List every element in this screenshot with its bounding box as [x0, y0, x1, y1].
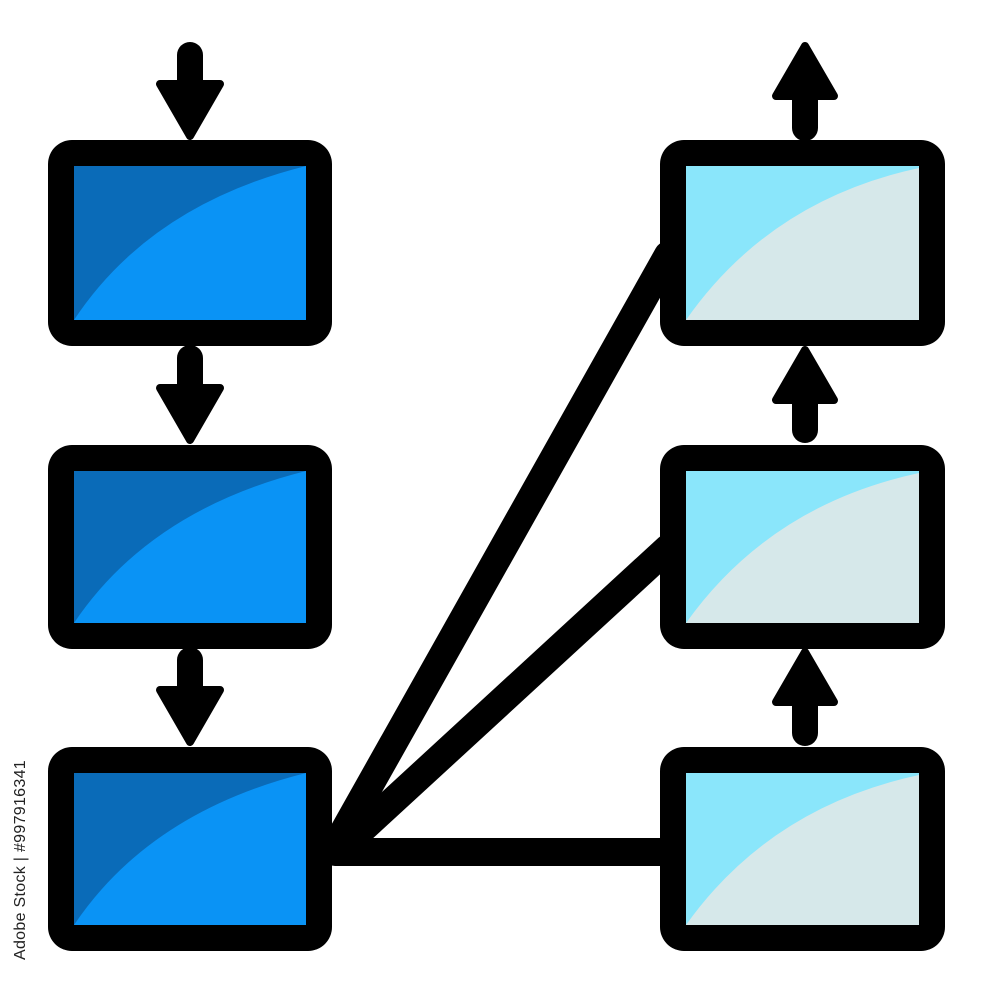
right-box-1 [660, 140, 945, 346]
arrow-up-icon [772, 648, 838, 746]
arrow-up-icon [772, 346, 838, 443]
left-box-2 [48, 445, 332, 649]
arrow-up-icon [772, 42, 838, 141]
connector-lines [321, 241, 682, 866]
left-box-1 [48, 140, 332, 346]
arrow-down-icon [156, 345, 224, 444]
arrow-down-icon [156, 647, 224, 746]
connector-to-top-right [326, 241, 682, 852]
left-box-3 [48, 747, 332, 951]
arrow-down-icon [156, 42, 224, 140]
connector-to-middle-right [331, 534, 682, 859]
right-box-2 [660, 445, 945, 649]
right-box-3 [660, 747, 945, 951]
